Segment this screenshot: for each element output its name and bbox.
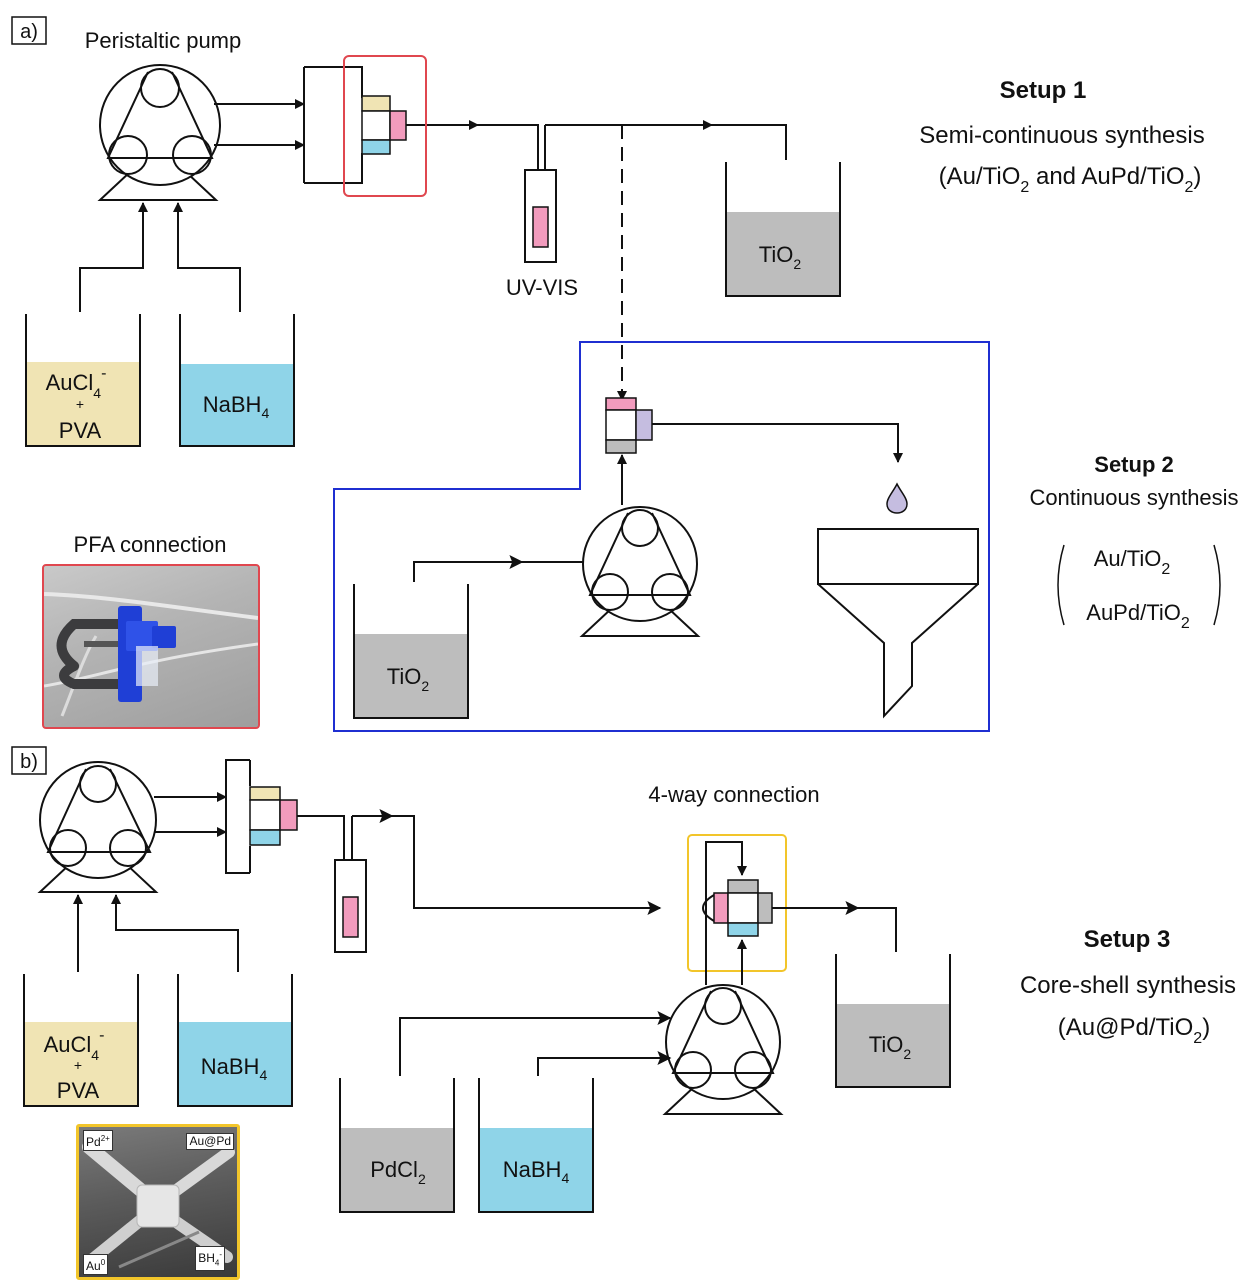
beaker-tio2-a: TiO2 (725, 162, 841, 297)
four-way-connection-label: 4-way connection (648, 782, 819, 807)
tubing-setup2 (413, 423, 903, 582)
setup2-title: Setup 2 (1094, 452, 1173, 477)
svg-text:AuCl4-: AuCl4- (46, 365, 107, 401)
svg-text:+: + (76, 396, 84, 412)
four-way-frame (687, 834, 787, 972)
peristaltic-pump-4 (662, 984, 784, 1115)
beaker-aucl4-b: AuCl4- + PVA (23, 974, 139, 1107)
tag-aupd: Au@Pd (186, 1133, 234, 1150)
setup1-title: Setup 1 (1000, 77, 1087, 104)
pfa-connector-b (249, 786, 298, 846)
setup3-title: Setup 3 (1084, 926, 1171, 953)
setup2-connector (605, 397, 653, 454)
svg-text:PdCl2: PdCl2 (370, 1157, 426, 1187)
tubing-pump4 (399, 1011, 672, 1076)
uv-vis-cuvette-b (334, 859, 367, 953)
four-way-connector (713, 879, 773, 937)
beaker-nabh4-b: NaBH4 (177, 974, 293, 1107)
svg-text:b): b) (20, 751, 38, 773)
droplet-icon (886, 482, 908, 514)
svg-text:AuCl4-: AuCl4- (44, 1027, 105, 1063)
svg-text:a): a) (20, 21, 38, 43)
svg-text:NaBH4: NaBH4 (203, 392, 270, 421)
setup2-product-2: AuPd/TiO2 (1086, 600, 1190, 632)
tag-pd2: Pd2+ (83, 1130, 113, 1151)
svg-text:NaBH4: NaBH4 (201, 1054, 268, 1083)
svg-text:NaBH4: NaBH4 (503, 1157, 570, 1186)
tag-au0: Au0 (83, 1254, 109, 1275)
svg-text:PVA: PVA (59, 418, 102, 443)
uv-vis-cuvette-a (524, 169, 557, 263)
setup3-subtitle: Core-shell synthesis (1020, 972, 1236, 999)
tubing-four-way (702, 841, 897, 985)
peristaltic-pump-2 (579, 506, 701, 637)
setup3-product: (Au@Pd/TiO2) (1058, 1014, 1210, 1047)
setup1-products: (Au/TiO2 and AuPd/TiO2) (939, 163, 1202, 196)
setup2-product-1: Au/TiO2 (1094, 546, 1171, 578)
panel-a-label: a) (11, 16, 47, 45)
setup2-subtitle: Continuous synthesis (1029, 485, 1238, 510)
pfa-connection-photo (42, 564, 260, 729)
tag-bh4: BH4- (195, 1245, 225, 1271)
filter-funnel (817, 528, 979, 719)
setup1-subtitle: Semi-continuous synthesis (919, 122, 1204, 149)
peristaltic-pump-label: Peristaltic pump (85, 28, 242, 53)
svg-text:TiO2: TiO2 (869, 1032, 912, 1062)
pfa-connector-a (343, 55, 427, 197)
four-way-connection-photo: Pd2+ Au@Pd Au0 BH4- (76, 1124, 240, 1280)
svg-text:+: + (74, 1057, 82, 1073)
pfa-photo-illustration (44, 592, 258, 717)
panel-b-label: b) (11, 746, 47, 775)
beaker-tio2-setup2: TiO2 (353, 584, 469, 719)
beaker-nabh4-a: NaBH4 (179, 314, 295, 447)
peristaltic-pump-1 (97, 64, 221, 201)
svg-text:PVA: PVA (57, 1078, 100, 1103)
beaker-tio2-b: TiO2 (835, 954, 951, 1088)
setup2-frame (333, 341, 990, 732)
uv-vis-label: UV-VIS (506, 275, 578, 300)
svg-text:TiO2: TiO2 (759, 242, 802, 272)
svg-text:TiO2: TiO2 (387, 664, 430, 694)
pfa-connection-label: PFA connection (74, 532, 227, 557)
tubing-panel-b (73, 759, 662, 972)
beaker-nabh4-c: NaBH4 (478, 1078, 594, 1213)
peristaltic-pump-3 (37, 761, 159, 893)
tubing-panel-a (79, 66, 787, 401)
beaker-pdcl2: PdCl2 (339, 1078, 455, 1213)
beaker-aucl4-a: AuCl4- + PVA (25, 314, 141, 447)
